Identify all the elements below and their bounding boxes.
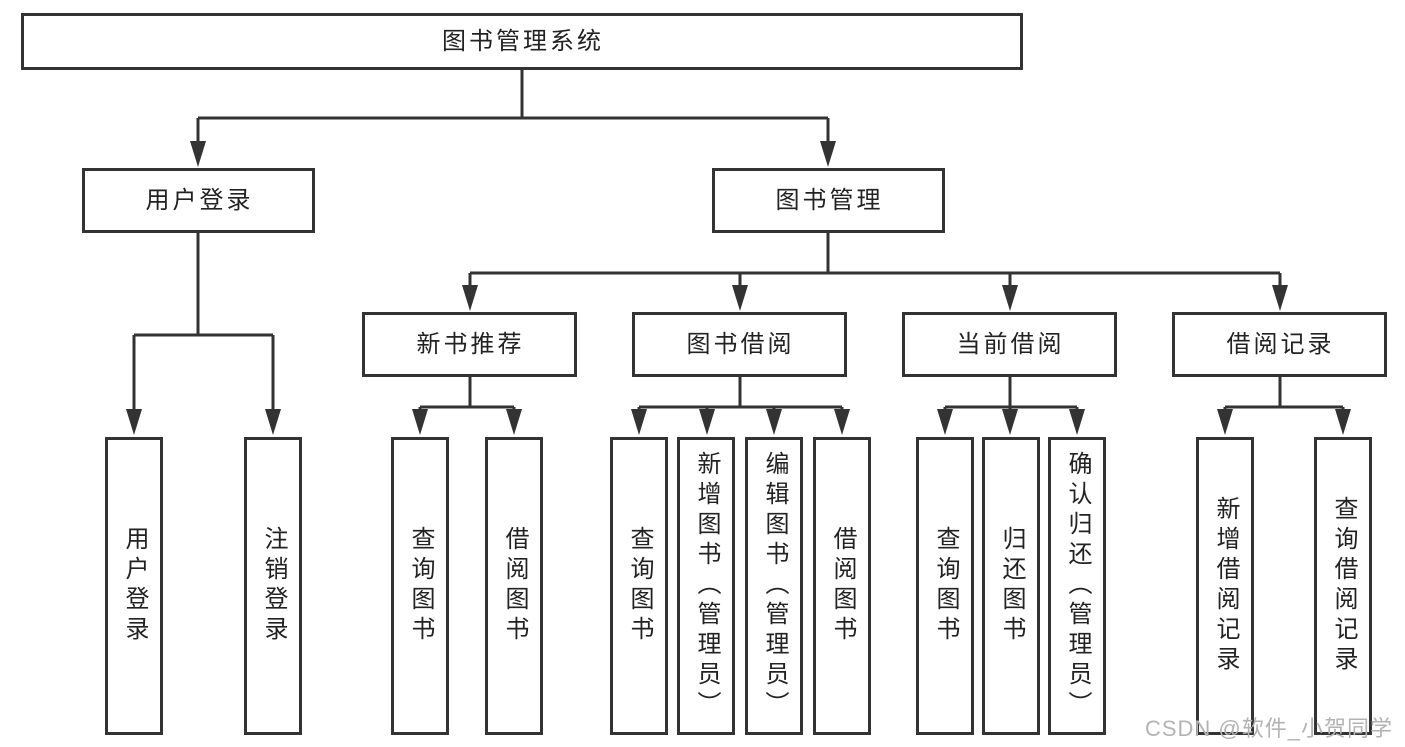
connector-recommend-to-leaves	[418, 377, 516, 410]
arrowhead	[190, 141, 206, 167]
leaf-borrow-books-recommend: 借阅图书	[485, 437, 543, 735]
connector-root-to-level2	[196, 70, 830, 142]
arrowhead	[1069, 409, 1085, 435]
arrowhead	[412, 409, 428, 435]
connector-user-login-to-leaves	[132, 233, 275, 410]
connector-records-to-leaves	[1223, 377, 1345, 410]
leaf-label: 查询图书	[626, 526, 653, 646]
leaf-add-book-admin: 新增图书（管理员）	[677, 437, 735, 735]
leaf-query-books-recommend: 查询图书	[391, 437, 449, 735]
leaf-confirm-return-admin: 确认归还（管理员）	[1048, 437, 1106, 735]
leaf-label: 查询借阅记录	[1330, 496, 1357, 676]
arrowhead	[126, 409, 142, 435]
leaf-label: 编辑图书（管理员）	[761, 451, 788, 721]
arrowhead	[834, 409, 850, 435]
leaf-user-login: 用户登录	[105, 437, 163, 735]
node-borrow-records: 借阅记录	[1172, 312, 1387, 377]
node-book-management: 图书管理	[712, 168, 945, 233]
arrowhead	[462, 285, 478, 311]
leaf-label: 确认归还（管理员）	[1064, 451, 1091, 721]
arrowhead	[937, 409, 953, 435]
arrowhead	[1217, 409, 1233, 435]
leaf-label: 查询图书	[407, 526, 434, 646]
leaf-borrow-books: 借阅图书	[813, 437, 871, 735]
leaf-query-books-borrow: 查询图书	[610, 437, 668, 735]
arrowhead	[699, 409, 715, 435]
node-new-book-recommend: 新书推荐	[362, 312, 577, 377]
connector-current-to-leaves	[943, 377, 1079, 410]
leaf-label: 用户登录	[121, 526, 148, 646]
arrowhead	[820, 141, 836, 167]
arrowhead	[766, 409, 782, 435]
arrowhead	[265, 409, 281, 435]
node-user-login: 用户登录	[82, 168, 315, 233]
leaf-query-books-current: 查询图书	[916, 437, 974, 735]
node-label: 新书推荐	[416, 330, 525, 358]
leaf-label: 新增借阅记录	[1212, 496, 1239, 676]
connector-borrow-to-leaves	[637, 377, 844, 410]
leaf-add-borrow-record: 新增借阅记录	[1196, 437, 1254, 735]
leaf-edit-book-admin: 编辑图书（管理员）	[745, 437, 803, 735]
leaf-query-borrow-record: 查询借阅记录	[1314, 437, 1372, 735]
leaf-label: 注销登录	[260, 526, 287, 646]
node-library-system: 图书管理系统	[21, 13, 1023, 70]
node-label: 当前借阅	[956, 330, 1065, 358]
leaf-label: 借阅图书	[501, 526, 528, 646]
arrowhead	[1272, 285, 1288, 311]
leaf-label: 借阅图书	[829, 526, 856, 646]
leaf-logout: 注销登录	[244, 437, 302, 735]
csdn-watermark: CSDN @软件_小贺同学	[1144, 716, 1393, 741]
arrowhead	[631, 409, 647, 435]
leaf-label: 查询图书	[932, 526, 959, 646]
arrowhead	[506, 409, 522, 435]
arrowhead	[1002, 285, 1018, 311]
node-book-borrow: 图书借阅	[632, 312, 847, 377]
arrowhead	[732, 285, 748, 311]
connector-book-management-to-level3	[468, 233, 1282, 286]
node-label: 用户登录	[145, 186, 254, 214]
node-label: 图书管理	[775, 186, 884, 214]
node-label: 图书管理系统	[442, 27, 604, 55]
leaf-return-book: 归还图书	[982, 437, 1040, 735]
node-label: 借阅记录	[1226, 330, 1335, 358]
leaf-label: 归还图书	[998, 526, 1025, 646]
node-label: 图书借阅	[686, 330, 795, 358]
node-current-borrow: 当前借阅	[902, 312, 1117, 377]
arrowhead	[1335, 409, 1351, 435]
arrowhead	[1002, 409, 1018, 435]
leaf-label: 新增图书（管理员）	[693, 451, 720, 721]
